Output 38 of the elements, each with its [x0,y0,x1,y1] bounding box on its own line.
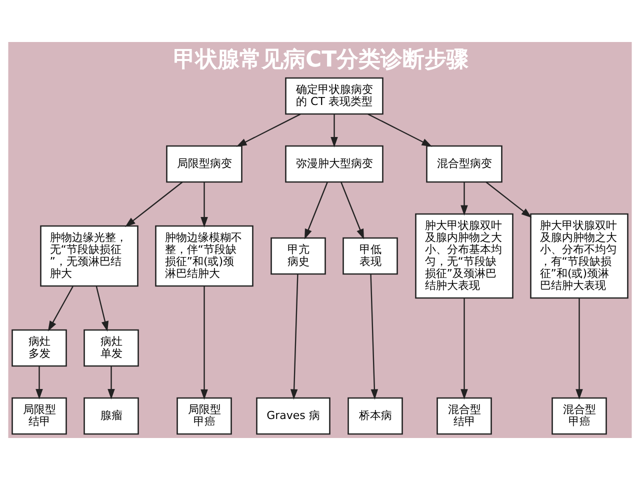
arrow [200,182,208,228]
node-box: 局限型甲癌 [176,397,232,435]
node-box: 腺瘤 [84,397,139,435]
node-box: 弥漫肿大型病变 [285,145,384,183]
arrow [486,182,532,218]
arrow [340,182,364,240]
arrow [368,114,432,147]
node-box: 混合型甲癌 [552,397,607,435]
arrow [36,366,43,400]
arrow [330,114,338,148]
arrow [290,274,298,400]
node-box: 甲亢病史 [270,237,326,275]
diagram-title: 甲状腺常见病CT分类诊断步骤 [174,48,469,73]
node-box: Graves 病 [256,397,330,435]
node-box: 桥本病 [348,397,403,435]
arrow [304,182,328,240]
node-box: 病灶多发 [12,329,67,367]
node-box: 肿大甲状腺双叶及腺内肿物之大小、分布基本均匀，无“节段缺损征”及颈淋巴结肿大表现 [415,213,514,299]
node-box: 局限型病变 [166,145,242,183]
node-box: 甲低表现 [342,237,398,275]
node-box: 混合型病变 [426,145,502,183]
arrow [48,286,74,332]
arrow [200,286,208,400]
node-box: 肿大甲状腺双叶及腺内肿物之大小、分布不均匀，有“节段缺损征”和(或)颈淋巴结肿大表现 [530,213,628,299]
arrow [370,274,378,400]
node-box: 肿物边缘模糊不整，伴“节段缺损征”和(或)颈淋巴结肿大 [155,225,254,287]
arrow [125,182,183,227]
node-box: 局限型结甲 [12,397,67,435]
arrow [460,182,468,216]
arrow [460,298,468,400]
node-box: 肿物边缘光整，无“节段缺损征”，无颈淋巴结肿大 [40,225,138,287]
arrow [108,366,115,400]
node-box: 病灶单发 [84,329,139,367]
node-box: 混合型结甲 [436,397,492,435]
arrow [96,286,109,332]
arrow [236,114,301,147]
arrow [576,298,583,400]
node-box: 确定甲状腺病变的 CT 表现类型 [285,77,384,115]
